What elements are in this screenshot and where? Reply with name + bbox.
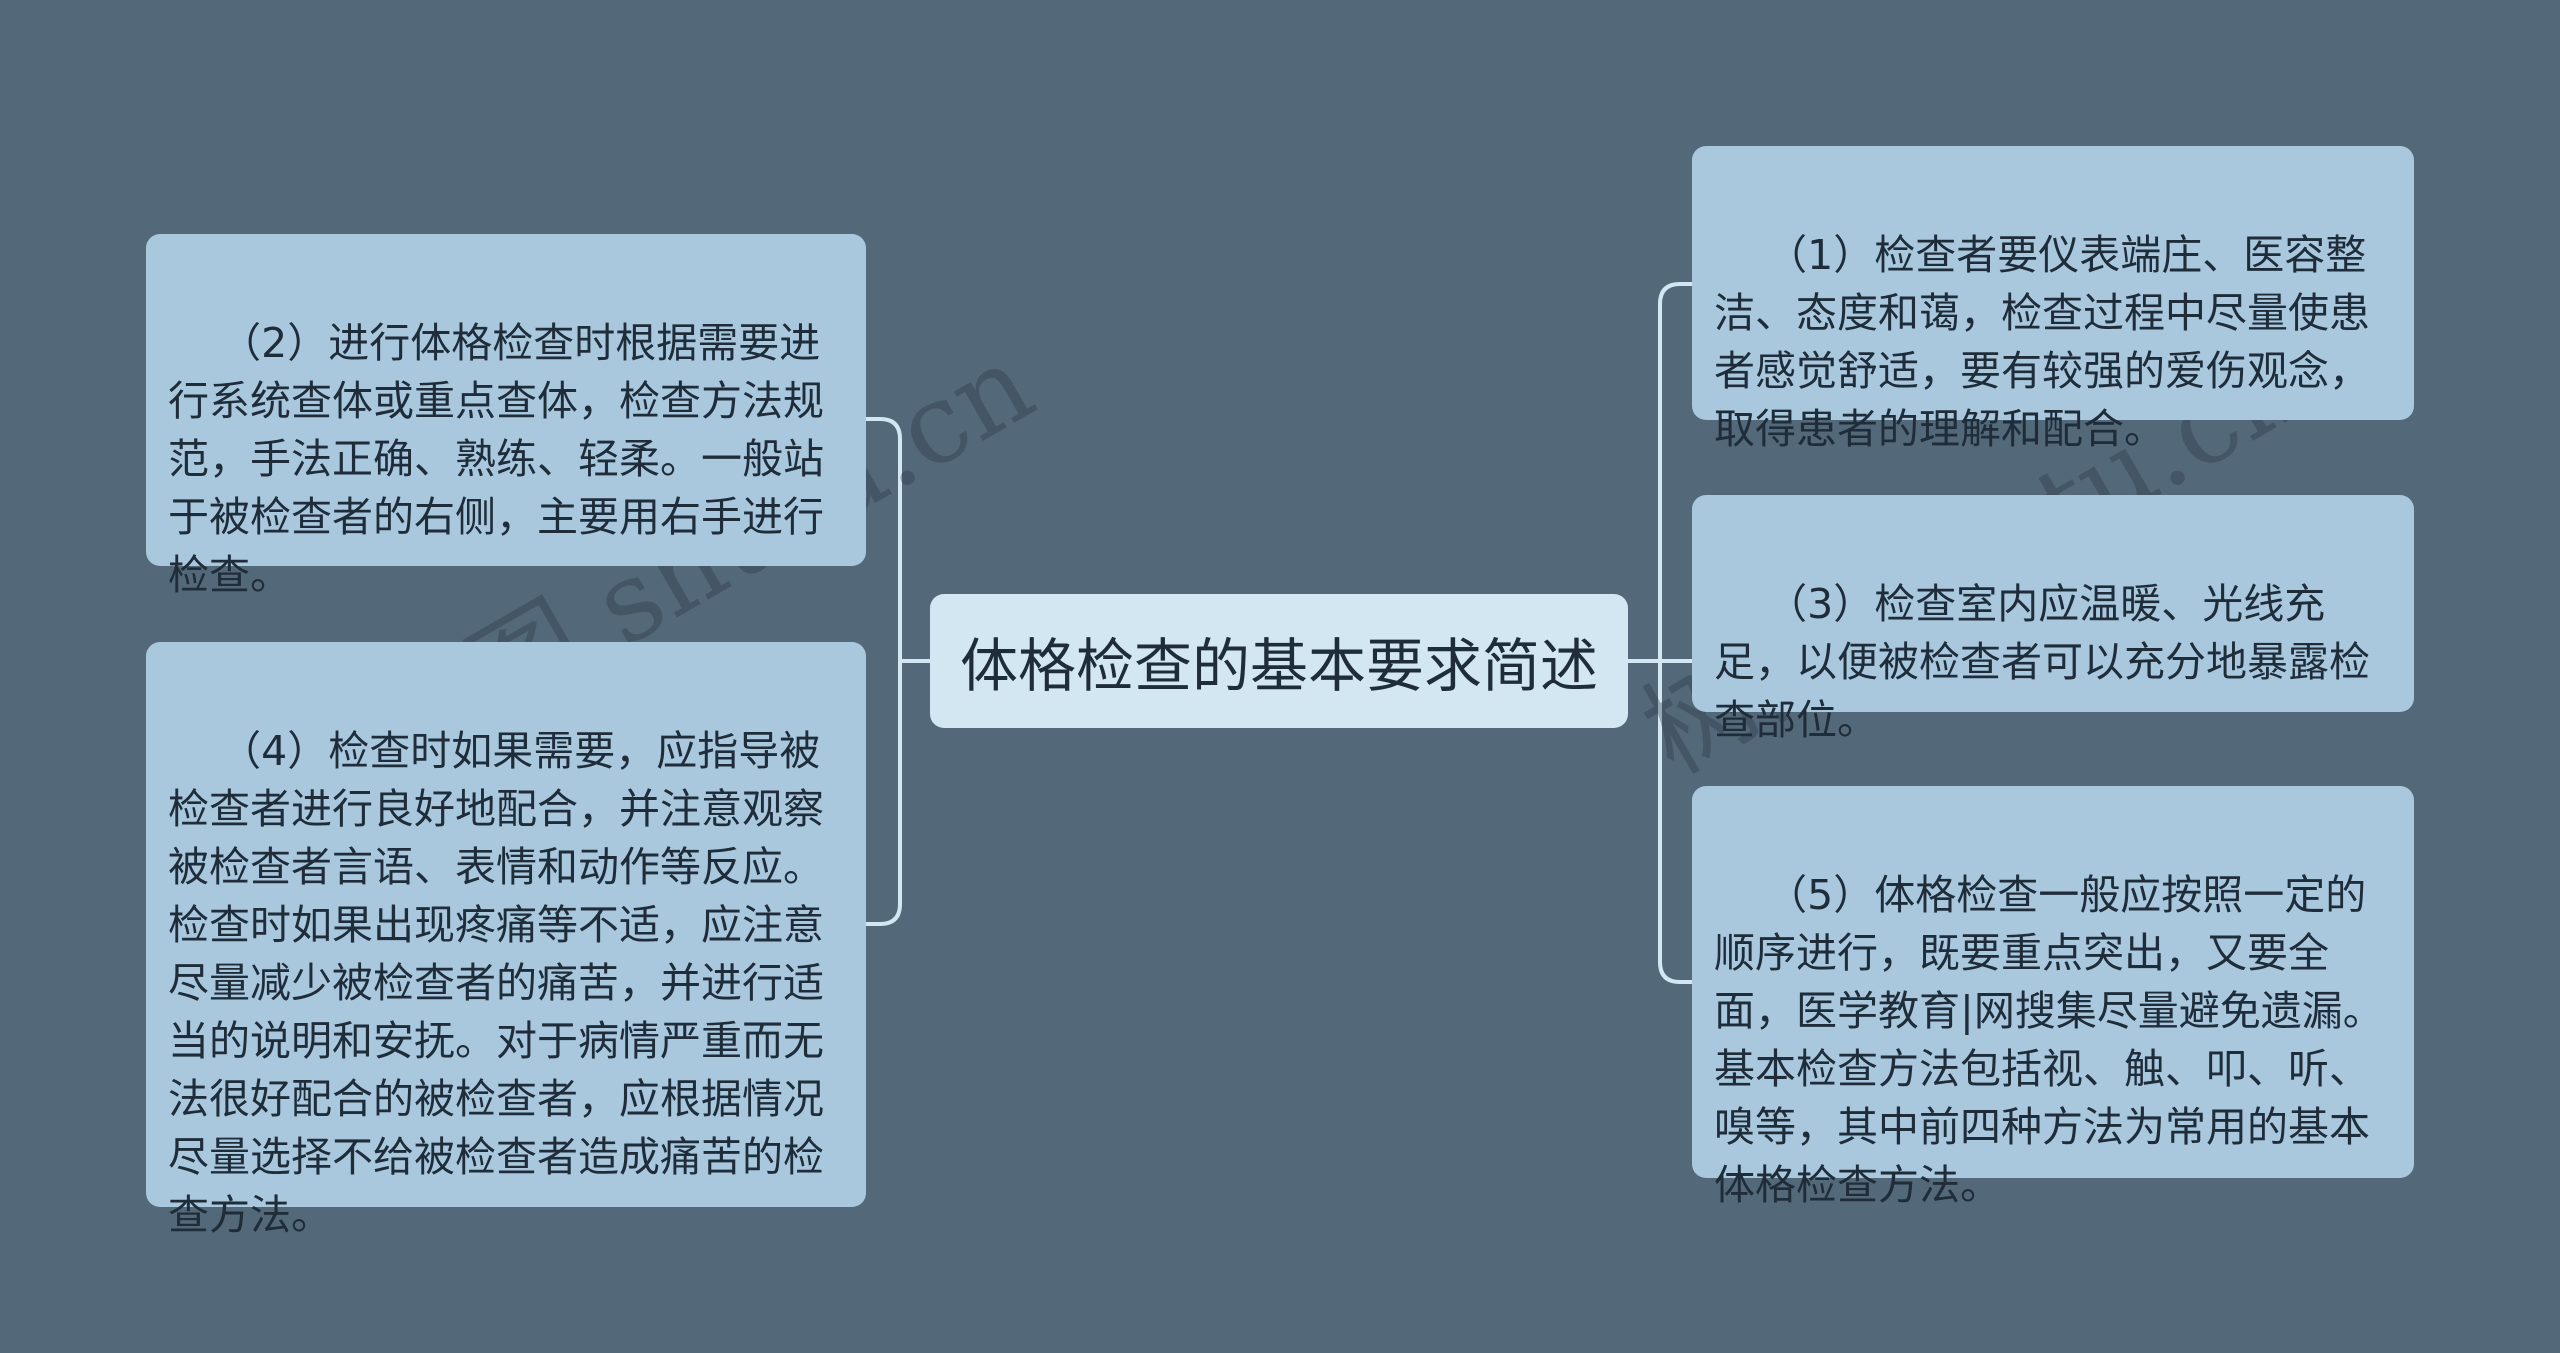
connector-right-trunk	[1658, 282, 1681, 984]
topic-node-3[interactable]: （3）检查室内应温暖、光线充足，以便被检查者可以充分地暴露检查部位。	[1692, 495, 2414, 744]
topic-node-5[interactable]: （5）体格检查一般应按照一定的顺序进行，既要重点突出，又要全面，医学教育|网搜集…	[1692, 786, 2414, 1209]
topic-node-1-text: （1）检查者要仪表端庄、医容整洁、态度和蔼，检查过程中尽量使患者感觉舒适，要有较…	[1714, 231, 2370, 453]
topic-node-2-text: （2）进行体格检查时根据需要进行系统查体或重点查体，检查方法规范，手法正确、熟练…	[168, 319, 824, 599]
topic-node-4[interactable]: （4）检查时如果需要，应指导被检查者进行良好地配合，并注意观察被检查者言语、表情…	[146, 642, 866, 1239]
topic-node-3-text: （3）检查室内应温暖、光线充足，以便被检查者可以充分地暴露检查部位。	[1714, 580, 2370, 744]
central-topic-label: 体格检查的基本要求简述	[959, 632, 1598, 700]
topic-node-1[interactable]: （1）检查者要仪表端庄、医容整洁、态度和蔼，检查过程中尽量使患者感觉舒适，要有较…	[1692, 146, 2414, 453]
topic-node-2[interactable]: （2）进行体格检查时根据需要进行系统查体或重点查体，检查方法规范，手法正确、熟练…	[146, 234, 866, 599]
topic-node-5-text: （5）体格检查一般应按照一定的顺序进行，既要重点突出，又要全面，医学教育|网搜集…	[1714, 871, 2384, 1209]
connector-left-trunk	[879, 417, 902, 926]
central-topic[interactable]: 体格检查的基本要求简述	[930, 594, 1628, 728]
topic-node-4-text: （4）检查时如果需要，应指导被检查者进行良好地配合，并注意观察被检查者言语、表情…	[168, 727, 824, 1239]
